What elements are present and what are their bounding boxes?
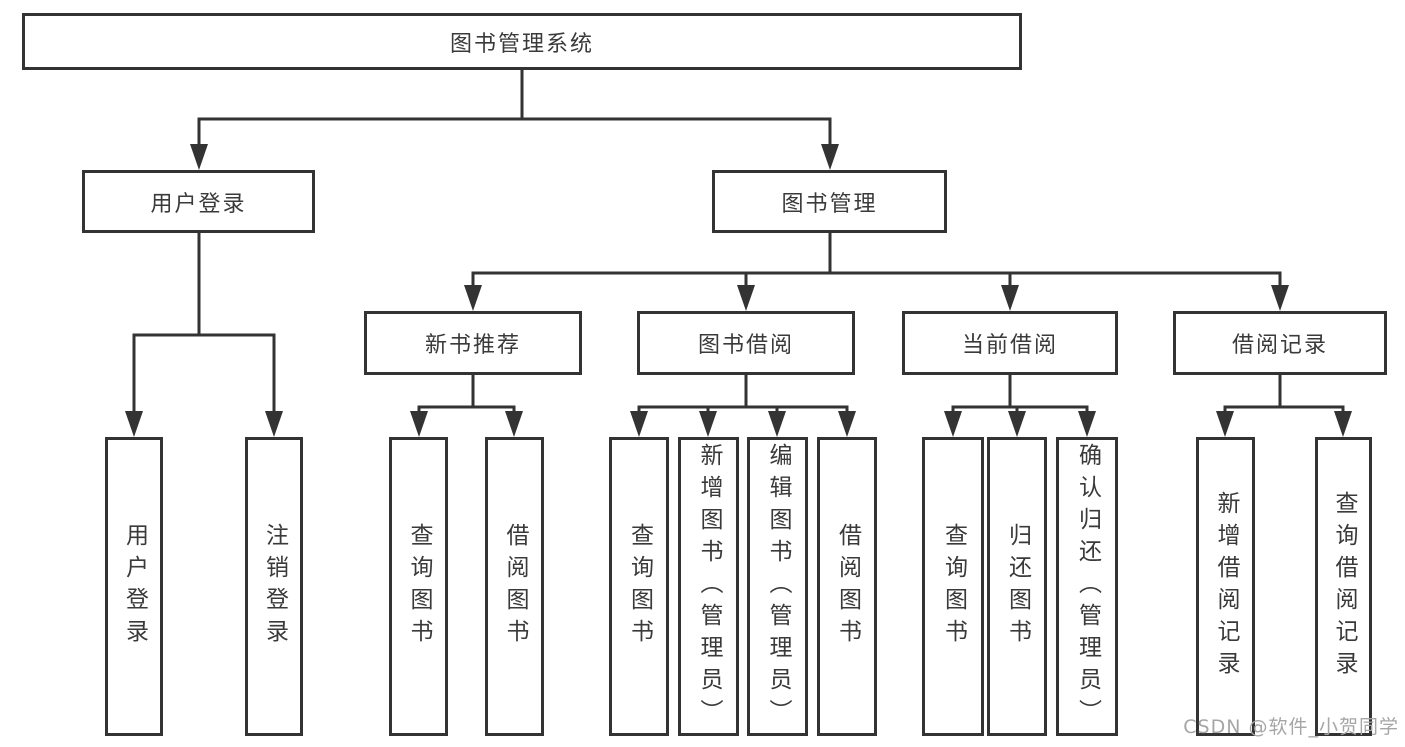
leaf-label: 确认归还（管理员） bbox=[1074, 442, 1101, 731]
node-label: 当前借阅 bbox=[961, 333, 1058, 358]
leaf-edit-books-admin: 编辑图书（管理员） bbox=[747, 437, 808, 736]
node-label: 图书借阅 bbox=[697, 333, 794, 358]
leaf-label: 借阅图书 bbox=[502, 522, 528, 651]
node-new-book-recommendation: 新书推荐 bbox=[364, 311, 582, 375]
leaf-label: 借阅图书 bbox=[834, 522, 861, 651]
leaf-confirm-return-admin: 确认归还（管理员） bbox=[1056, 437, 1118, 736]
leaf-label: 注销登录 bbox=[261, 522, 288, 651]
leaf-label: 查询图书 bbox=[406, 522, 432, 651]
node-current-borrowing: 当前借阅 bbox=[902, 311, 1118, 375]
node-label: 新书推荐 bbox=[424, 333, 521, 358]
node-book-management: 图书管理 bbox=[712, 170, 947, 233]
connector-group bbox=[410, 373, 523, 437]
leaf-label: 新增图书（管理员） bbox=[696, 442, 722, 731]
leaf-label: 查询图书 bbox=[626, 522, 653, 651]
node-label: 图书管理 bbox=[781, 191, 878, 217]
leaf-label: 查询图书 bbox=[940, 522, 967, 651]
leaf-query-books-current: 查询图书 bbox=[922, 437, 984, 736]
connector-group bbox=[464, 231, 1289, 311]
leaf-add-borrow-record: 新增借阅记录 bbox=[1196, 437, 1255, 736]
leaf-query-books-recommend: 查询图书 bbox=[389, 437, 448, 736]
leaf-label: 归还图书 bbox=[1004, 522, 1031, 651]
leaf-label: 查询借阅记录 bbox=[1331, 490, 1357, 683]
node-label: 借阅记录 bbox=[1231, 333, 1328, 358]
node-label: 图书管理系统 bbox=[449, 31, 594, 57]
leaf-return-books: 归还图书 bbox=[987, 437, 1047, 736]
leaf-label: 编辑图书（管理员） bbox=[765, 442, 791, 731]
leaf-user-login: 用户登录 bbox=[105, 437, 163, 736]
node-borrowing-records: 借阅记录 bbox=[1173, 311, 1387, 375]
node-label: 用户登录 bbox=[150, 191, 247, 217]
csdn-watermark: CSDN @软件_小贺同学 bbox=[1183, 716, 1399, 738]
leaf-query-borrow-record: 查询借阅记录 bbox=[1315, 437, 1372, 736]
leaf-borrow-books-recommend: 借阅图书 bbox=[485, 437, 544, 736]
connector-group bbox=[630, 373, 856, 437]
connector-group bbox=[1216, 373, 1352, 437]
leaf-logout: 注销登录 bbox=[245, 437, 303, 736]
connector-group bbox=[125, 231, 283, 437]
leaf-borrow-books: 借阅图书 bbox=[817, 437, 877, 736]
leaf-label: 新增借阅记录 bbox=[1213, 490, 1239, 683]
node-book-borrowing: 图书借阅 bbox=[637, 311, 855, 375]
leaf-label: 用户登录 bbox=[121, 522, 148, 651]
connector-group bbox=[190, 68, 839, 170]
leaf-add-books-admin: 新增图书（管理员） bbox=[678, 437, 739, 736]
node-user-login: 用户登录 bbox=[82, 170, 315, 233]
node-library-management-system: 图书管理系统 bbox=[22, 13, 1022, 70]
leaf-query-books-borrowing: 查询图书 bbox=[609, 437, 669, 736]
connector-group bbox=[944, 373, 1096, 437]
